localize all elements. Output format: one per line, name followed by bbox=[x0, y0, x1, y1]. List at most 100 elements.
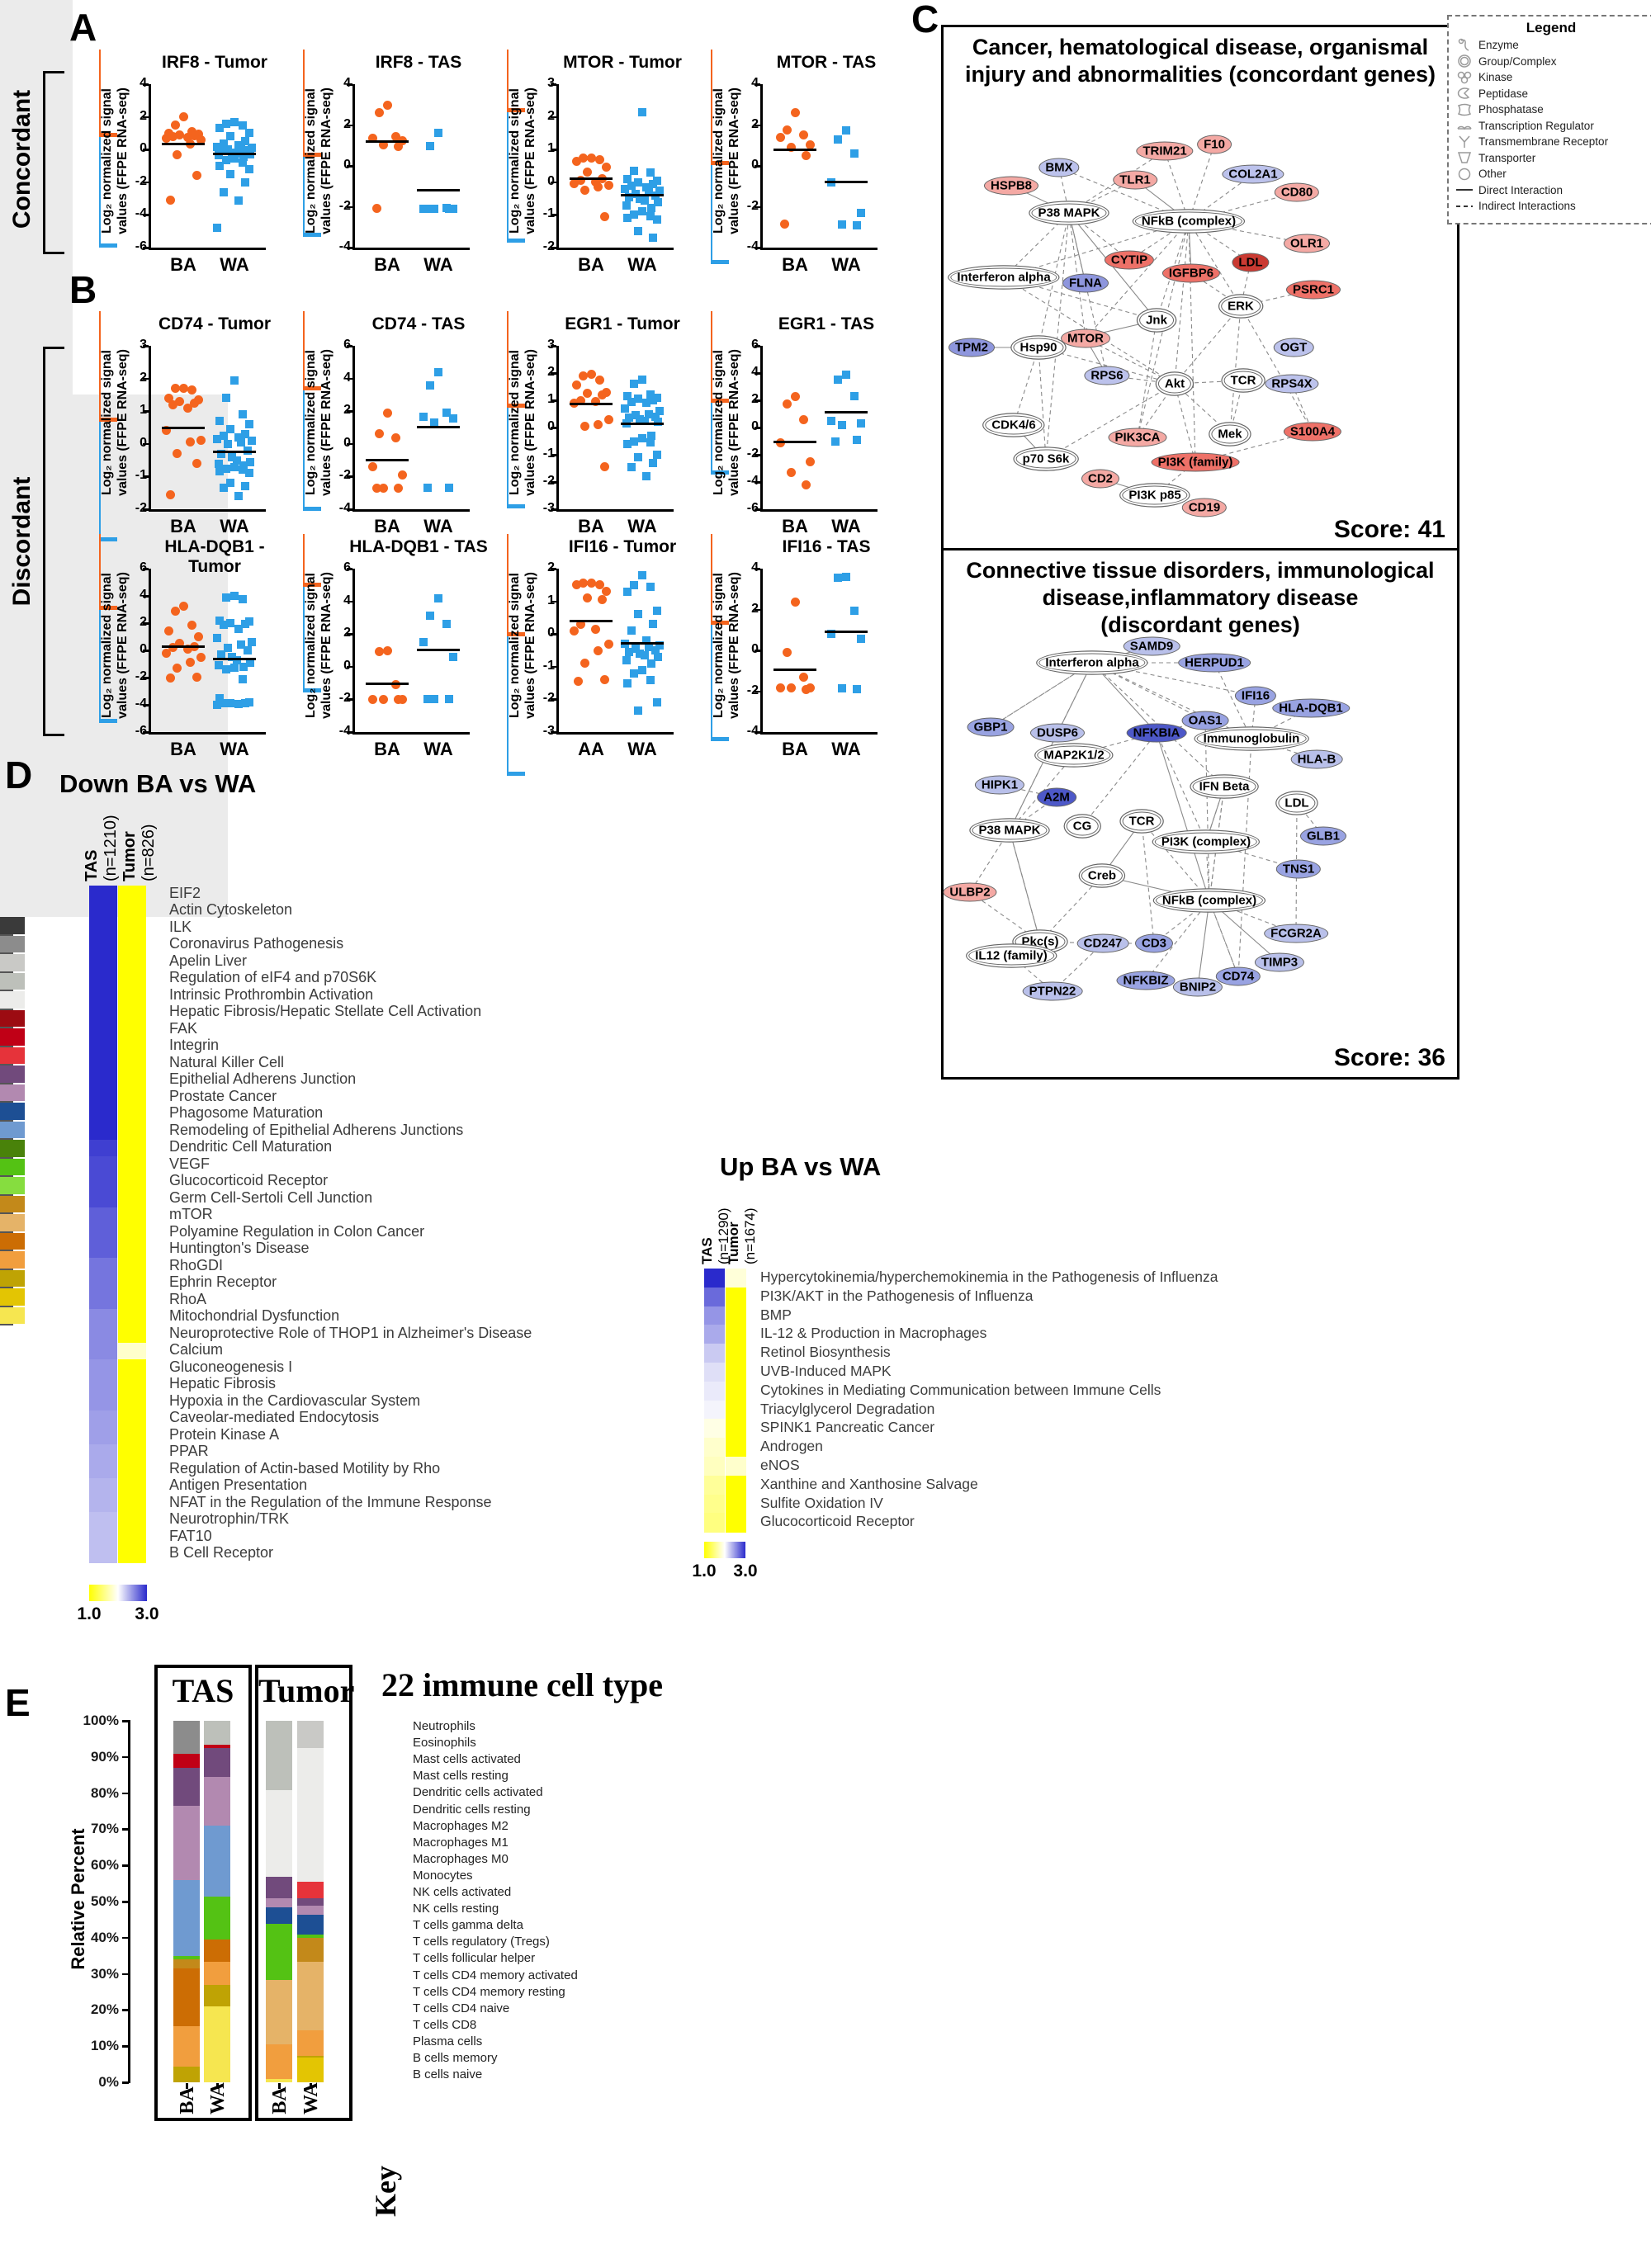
data-point bbox=[220, 699, 228, 708]
network-node: LDL bbox=[1278, 793, 1316, 813]
data-point bbox=[853, 435, 861, 444]
network-node: MAP2K1/2 bbox=[1037, 745, 1111, 765]
y-tick-label: 50% bbox=[90, 1893, 119, 1909]
heatmap-cell bbox=[89, 1037, 117, 1056]
y-tick-mark bbox=[755, 568, 760, 570]
bar-segment bbox=[173, 1753, 200, 1769]
network-node: Interferon alpha bbox=[1038, 653, 1146, 673]
y-tick-label: 80% bbox=[90, 1784, 119, 1801]
heatmap-cell bbox=[89, 1071, 117, 1089]
heatmap-cell bbox=[726, 1363, 746, 1382]
network-edge bbox=[1068, 212, 1108, 376]
median-line bbox=[366, 459, 409, 462]
data-point bbox=[215, 151, 223, 160]
whisker-cap bbox=[711, 262, 729, 264]
legend-item: Direct Interaction bbox=[1454, 182, 1649, 199]
data-point bbox=[371, 483, 381, 493]
cell-type-label: Monocytes bbox=[413, 1868, 473, 1883]
data-point bbox=[215, 459, 223, 468]
data-point bbox=[374, 108, 384, 118]
network-node: MTOR bbox=[1061, 328, 1110, 348]
y-tick-mark bbox=[551, 181, 556, 184]
network-node: Immunoglobulin bbox=[1196, 729, 1307, 749]
data-point bbox=[174, 639, 184, 649]
pathway-label: Ephrin Receptor bbox=[169, 1273, 277, 1291]
network-node: IFN Beta bbox=[1192, 777, 1256, 796]
pathway-label: FAK bbox=[169, 1019, 198, 1037]
data-point bbox=[786, 683, 796, 693]
data-point bbox=[230, 664, 239, 673]
legend-swatch bbox=[0, 1028, 25, 1046]
y-tick-label: 2 bbox=[751, 116, 759, 131]
y-tick-label: -2 bbox=[338, 468, 351, 483]
whisker-cap bbox=[99, 537, 117, 540]
heatmap-cell bbox=[118, 1089, 146, 1106]
heatmap-cell bbox=[726, 1419, 746, 1439]
whisker-line bbox=[303, 50, 305, 153]
median-line bbox=[825, 411, 868, 414]
group-label: WA bbox=[423, 739, 453, 759]
y-axis-label-line: Log₂ normalized signal bbox=[712, 573, 726, 719]
whisker-cap bbox=[507, 504, 525, 507]
y-axis-label-line: values (FFPE RNA-seq) bbox=[116, 87, 130, 234]
data-point bbox=[638, 665, 646, 674]
whisker-cap bbox=[99, 539, 117, 542]
whisker-line bbox=[303, 587, 305, 689]
data-point bbox=[638, 376, 646, 385]
data-point bbox=[230, 462, 239, 471]
legend-swatch bbox=[0, 1288, 25, 1306]
data-point bbox=[654, 197, 662, 206]
y-axis bbox=[556, 84, 559, 249]
network-edge bbox=[990, 662, 1093, 728]
median-line bbox=[570, 619, 613, 622]
data-point bbox=[623, 174, 632, 183]
data-point bbox=[850, 606, 859, 615]
data-point bbox=[578, 579, 588, 588]
other-icon bbox=[1458, 168, 1471, 180]
network-node: COL2A1 bbox=[1222, 164, 1284, 184]
data-point bbox=[239, 674, 247, 683]
data-point bbox=[634, 177, 642, 187]
data-point bbox=[627, 181, 636, 190]
y-tick-label: 100% bbox=[83, 1713, 119, 1728]
pathway-label: Intrinsic Prothrombin Activation bbox=[169, 985, 374, 1003]
data-point bbox=[586, 370, 596, 380]
heatmap-cell bbox=[726, 1513, 746, 1533]
whisker-cap bbox=[507, 773, 525, 777]
y-axis bbox=[149, 346, 151, 511]
data-point bbox=[603, 639, 613, 649]
data-point bbox=[653, 393, 661, 402]
data-point bbox=[390, 433, 400, 443]
heatmap-cell bbox=[118, 1461, 146, 1478]
data-point bbox=[580, 659, 589, 669]
bracket-line bbox=[43, 71, 45, 254]
network-node: TNS1 bbox=[1275, 859, 1322, 879]
y-tick-mark bbox=[551, 345, 556, 347]
plot-title: MTOR - Tumor bbox=[563, 53, 682, 72]
whisker-cap bbox=[711, 737, 729, 739]
heatmap-cell bbox=[118, 1427, 146, 1444]
legend-tick-line bbox=[0, 1082, 13, 1084]
legend-item: Peptidase bbox=[1454, 86, 1649, 102]
legend-item-label: Phosphatase bbox=[1478, 103, 1544, 116]
down-heatmap-title: Down BA vs WA bbox=[59, 769, 257, 798]
data-point bbox=[578, 153, 588, 163]
bar-segment bbox=[297, 1914, 324, 1935]
pathway-label: Germ Cell-Sertoli Cell Junction bbox=[169, 1188, 373, 1206]
data-point bbox=[782, 647, 792, 657]
heatmap-cell bbox=[118, 1139, 146, 1157]
data-point bbox=[578, 371, 588, 380]
data-point bbox=[623, 439, 632, 448]
data-point bbox=[638, 107, 646, 116]
bar-segment bbox=[266, 2078, 292, 2083]
pathway-label: Antigen Presentation bbox=[169, 1477, 308, 1494]
pathway-label: Regulation of eIF4 and p70S6K bbox=[169, 969, 377, 986]
network-edge bbox=[1205, 841, 1210, 901]
x-axis bbox=[352, 509, 470, 512]
whisker-cap bbox=[303, 506, 321, 509]
heatmap-cell bbox=[89, 1207, 117, 1225]
data-point bbox=[426, 142, 434, 151]
y-axis bbox=[149, 84, 151, 249]
data-point bbox=[798, 130, 808, 140]
panel-c-label: C bbox=[911, 0, 939, 40]
